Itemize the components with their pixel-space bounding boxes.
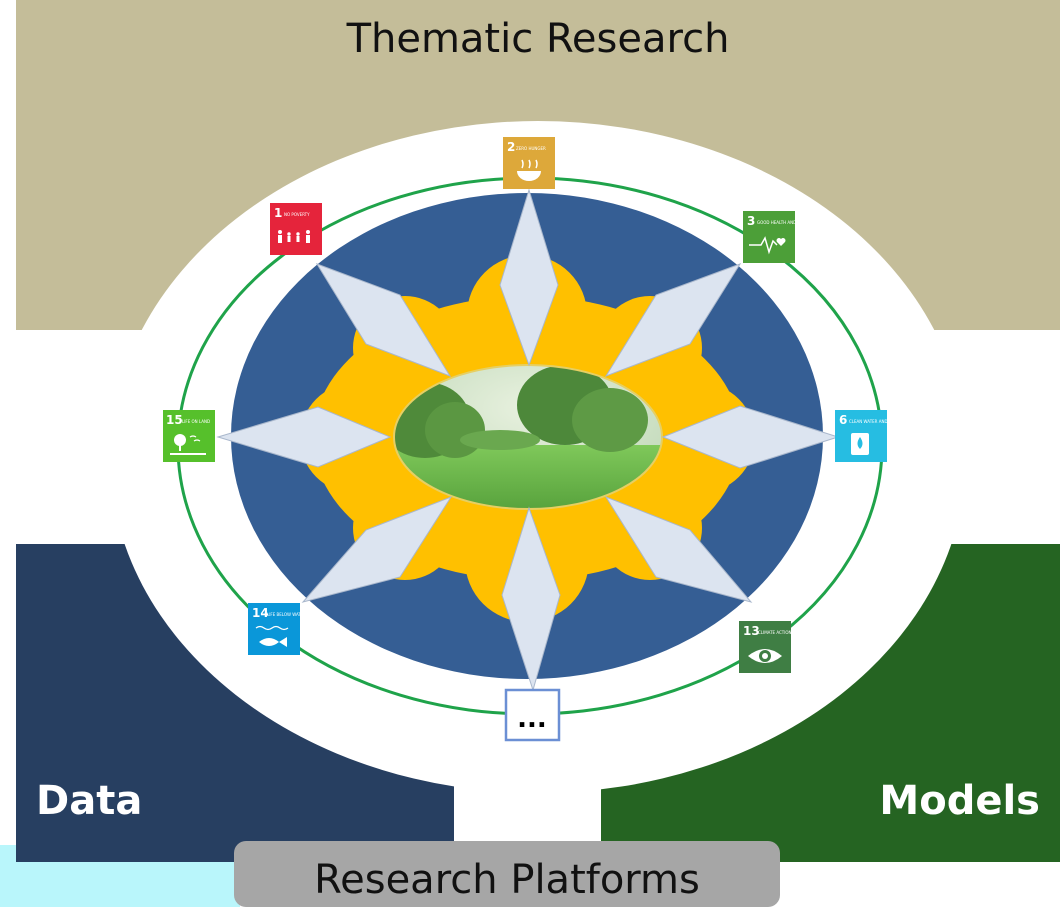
svg-text:LIFE ON LAND: LIFE ON LAND xyxy=(182,419,210,424)
svg-text:NO POVERTY: NO POVERTY xyxy=(284,212,310,217)
tree-icon xyxy=(170,434,206,455)
svg-text:CLIMATE ACTION: CLIMATE ACTION xyxy=(758,630,792,635)
star-point-ne xyxy=(604,263,742,377)
earth-eye-icon xyxy=(748,649,782,663)
star-points xyxy=(216,188,840,692)
thematic-research-title: Thematic Research xyxy=(346,16,730,62)
sdg-icon-1: 1 NO POVERTY xyxy=(270,203,322,255)
svg-text:LIFE BELOW WATER: LIFE BELOW WATER xyxy=(267,612,306,617)
svg-text:2: 2 xyxy=(507,140,515,154)
meadow-photo xyxy=(394,365,662,509)
more-sdgs-box: ... xyxy=(504,688,561,742)
sdg-icon-2: 2 ZERO HUNGER xyxy=(503,137,555,189)
sdg-icon-6: 6 CLEAN WATER AND SANITATION xyxy=(835,410,913,462)
sdg-icon-3: 3 GOOD HEALTH AND WELL-BEING xyxy=(743,211,822,263)
water-drop-icon xyxy=(851,433,869,455)
svg-text:6: 6 xyxy=(839,413,847,427)
star-point-se xyxy=(604,495,753,603)
research-platforms-title: Research Platforms xyxy=(314,857,700,903)
star-point-nw xyxy=(315,263,452,377)
svg-text:CLEAN WATER AND SANITATION: CLEAN WATER AND SANITATION xyxy=(849,419,913,424)
star-point-w xyxy=(216,406,392,468)
star-point-n xyxy=(499,188,559,367)
svg-text:13: 13 xyxy=(743,624,760,638)
sdg-icon-13: 13 CLIMATE ACTION xyxy=(739,621,792,673)
svg-text:14: 14 xyxy=(252,606,269,620)
bowl-icon xyxy=(517,159,541,181)
research-platforms-tab xyxy=(234,841,780,907)
svg-text:...: ... xyxy=(517,704,547,734)
data-title: Data xyxy=(36,778,142,824)
svg-text:1: 1 xyxy=(274,206,282,220)
fish-icon xyxy=(255,625,289,647)
svg-text:ZERO HUNGER: ZERO HUNGER xyxy=(516,146,546,151)
sdg-icon-14: 14 LIFE BELOW WATER xyxy=(248,603,306,655)
svg-text:3: 3 xyxy=(747,214,755,228)
models-title: Models xyxy=(879,778,1040,824)
heartbeat-icon xyxy=(749,236,786,255)
family-icon xyxy=(278,230,310,243)
svg-text:GOOD HEALTH AND WELL-BEING: GOOD HEALTH AND WELL-BEING xyxy=(757,220,822,225)
svg-text:15: 15 xyxy=(166,413,183,427)
star-point-sw xyxy=(301,495,453,603)
sdg-icon-15: 15 LIFE ON LAND xyxy=(163,410,215,462)
